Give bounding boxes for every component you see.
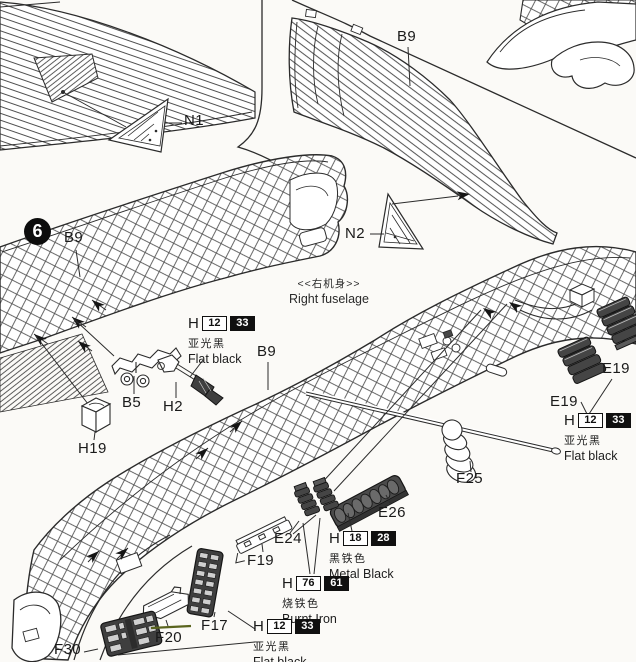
paint-code-box-black: 28 <box>370 531 396 546</box>
right-fuselage-note-zh: <<右机身>> <box>297 278 361 290</box>
paint-code-box-white: 18 <box>342 531 368 546</box>
part-label-h2: H2 <box>163 398 183 415</box>
paint-callout-flat-black-bottom: H 12 33 亚光黑 Flat black <box>253 618 320 662</box>
fuselage-b9-interior-main <box>11 245 636 662</box>
fuselage-b9-exterior <box>288 8 558 245</box>
part-label-n2: N2 <box>345 225 365 242</box>
step-number: 6 <box>32 221 43 241</box>
paint-brand: H <box>564 412 575 429</box>
right-fuselage-note-en: Right fuselage <box>289 292 369 306</box>
install-arrows-main <box>85 297 523 564</box>
part-label-e19-a: E19 <box>602 360 630 377</box>
paint-callout-flat-black-top: H 12 33 亚光黑 Flat black <box>188 315 255 366</box>
paint-name-en: Flat black <box>564 449 618 463</box>
part-label-e26: E26 <box>378 504 406 521</box>
fuselage-b9-interior-upper <box>0 154 349 413</box>
part-label-b9-top: B9 <box>397 28 417 45</box>
paint-brand: H <box>282 575 293 592</box>
right-fuselage-note: <<右机身>> Right fuselage <box>283 276 375 306</box>
paint-name-en: Flat black <box>188 352 242 366</box>
paint-brand: H <box>188 315 199 332</box>
install-arrows-upper <box>30 296 115 405</box>
paint-code-box-white: 12 <box>266 619 292 634</box>
part-e24-a <box>293 481 321 517</box>
paint-callout-flat-black-right: H 12 33 亚光黑 Flat black <box>564 412 631 463</box>
part-label-f17: F17 <box>201 617 229 634</box>
n2-install-arrow <box>391 189 471 205</box>
paint-code-box-white: 12 <box>201 316 227 331</box>
step-number-badge: 6 <box>24 218 51 245</box>
paint-name-zh: 亚光黑 <box>564 435 602 447</box>
paint-callout-metal-black: H 18 28 黑铁色 Metal Black <box>329 530 396 581</box>
part-e26 <box>329 475 409 532</box>
paint-code-box-black: 33 <box>294 619 320 634</box>
f20-green-underline <box>150 624 192 630</box>
paint-name-zh: 烧铁色 <box>282 598 320 610</box>
paint-code-box-white: 76 <box>295 576 321 591</box>
part-label-f30: F30 <box>54 641 82 658</box>
part-e19-upper <box>596 296 636 351</box>
part-f30 <box>100 610 163 657</box>
part-label-n1: N1 <box>184 112 204 129</box>
part-label-e24: E24 <box>274 530 302 547</box>
part-label-h19: H19 <box>78 440 107 457</box>
previous-step-tail-piece <box>486 0 636 89</box>
part-f17 <box>186 548 224 618</box>
part-n2 <box>378 192 425 250</box>
paint-name-en: Flat black <box>253 655 307 662</box>
part-label-f19: F19 <box>247 552 275 569</box>
part-label-b9-mid: B9 <box>64 229 84 246</box>
part-label-b9-main: B9 <box>257 343 277 360</box>
long-rod <box>305 389 561 455</box>
part-label-b5: B5 <box>122 394 142 411</box>
part-e24-b <box>312 476 340 512</box>
part-e19-lower <box>557 336 607 384</box>
part-n1 <box>107 97 169 153</box>
paint-code-box-black: 61 <box>323 576 349 591</box>
paint-code-box-black: 33 <box>229 316 255 331</box>
part-label-f20: F20 <box>155 629 183 646</box>
leader-lines <box>61 46 613 656</box>
paint-name-zh: 亚光黑 <box>253 641 291 653</box>
paint-brand: H <box>253 618 264 635</box>
paint-code-box-black: 33 <box>605 413 631 428</box>
previous-step-left-fuselage <box>0 1 256 151</box>
part-f19 <box>235 516 293 564</box>
paint-brand: H <box>329 530 340 547</box>
part-label-e19-b: E19 <box>550 393 578 410</box>
part-h2-gun <box>157 354 224 406</box>
paint-name-zh: 亚光黑 <box>188 338 226 350</box>
paint-code-box-white: 12 <box>577 413 603 428</box>
part-label-f25: F25 <box>456 470 484 487</box>
part-b5 <box>111 347 182 388</box>
paint-name-zh: 黑铁色 <box>329 553 367 565</box>
part-f25-spring <box>441 419 477 483</box>
part-h19 <box>80 397 112 433</box>
